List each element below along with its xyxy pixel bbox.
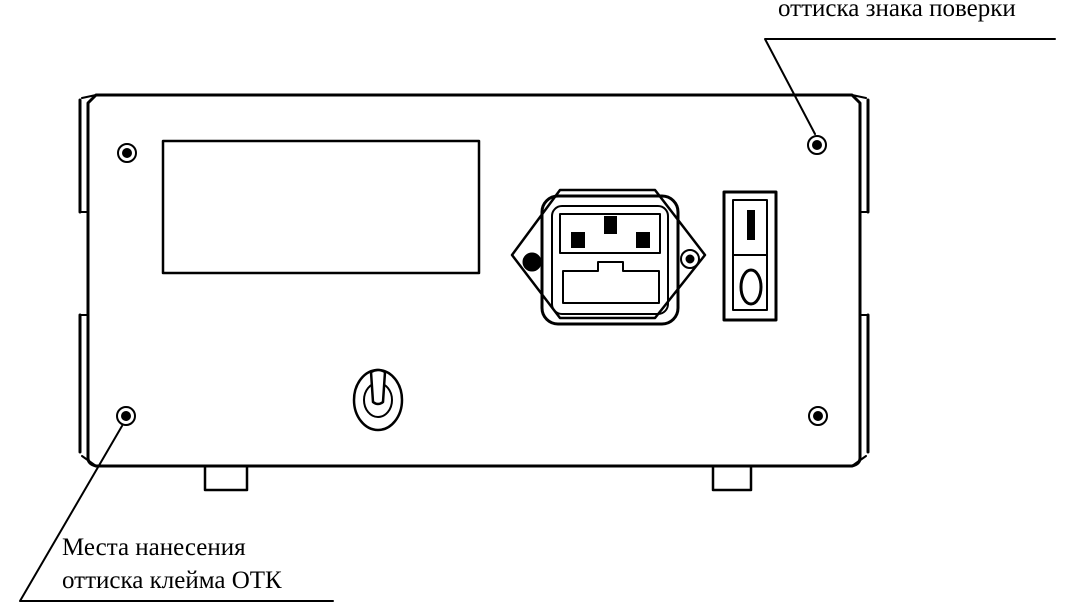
rocker-switch-icon	[722, 190, 778, 322]
screw-icon	[808, 406, 828, 426]
toggle-switch-icon	[352, 368, 404, 432]
device-enclosure	[78, 93, 870, 468]
iec-c14-inlet-icon	[510, 188, 707, 326]
screw-icon	[116, 406, 136, 426]
verification-mark-callout-text: оттиска знака поверки	[778, 0, 1016, 22]
inlet-mount-hole-left	[522, 252, 542, 272]
left-foot	[203, 464, 249, 492]
screw-icon	[117, 143, 137, 163]
display-window	[161, 139, 481, 275]
screw-icon	[807, 135, 827, 155]
device-feet	[203, 464, 753, 492]
otk-mark-callout-line2: оттиска клейма ОТК	[62, 567, 282, 594]
right-foot	[711, 464, 753, 492]
top-callout-leader	[764, 38, 1056, 135]
otk-mark-callout-line1: Места нанесения	[62, 534, 246, 561]
bottom-callout-leader	[19, 425, 334, 602]
